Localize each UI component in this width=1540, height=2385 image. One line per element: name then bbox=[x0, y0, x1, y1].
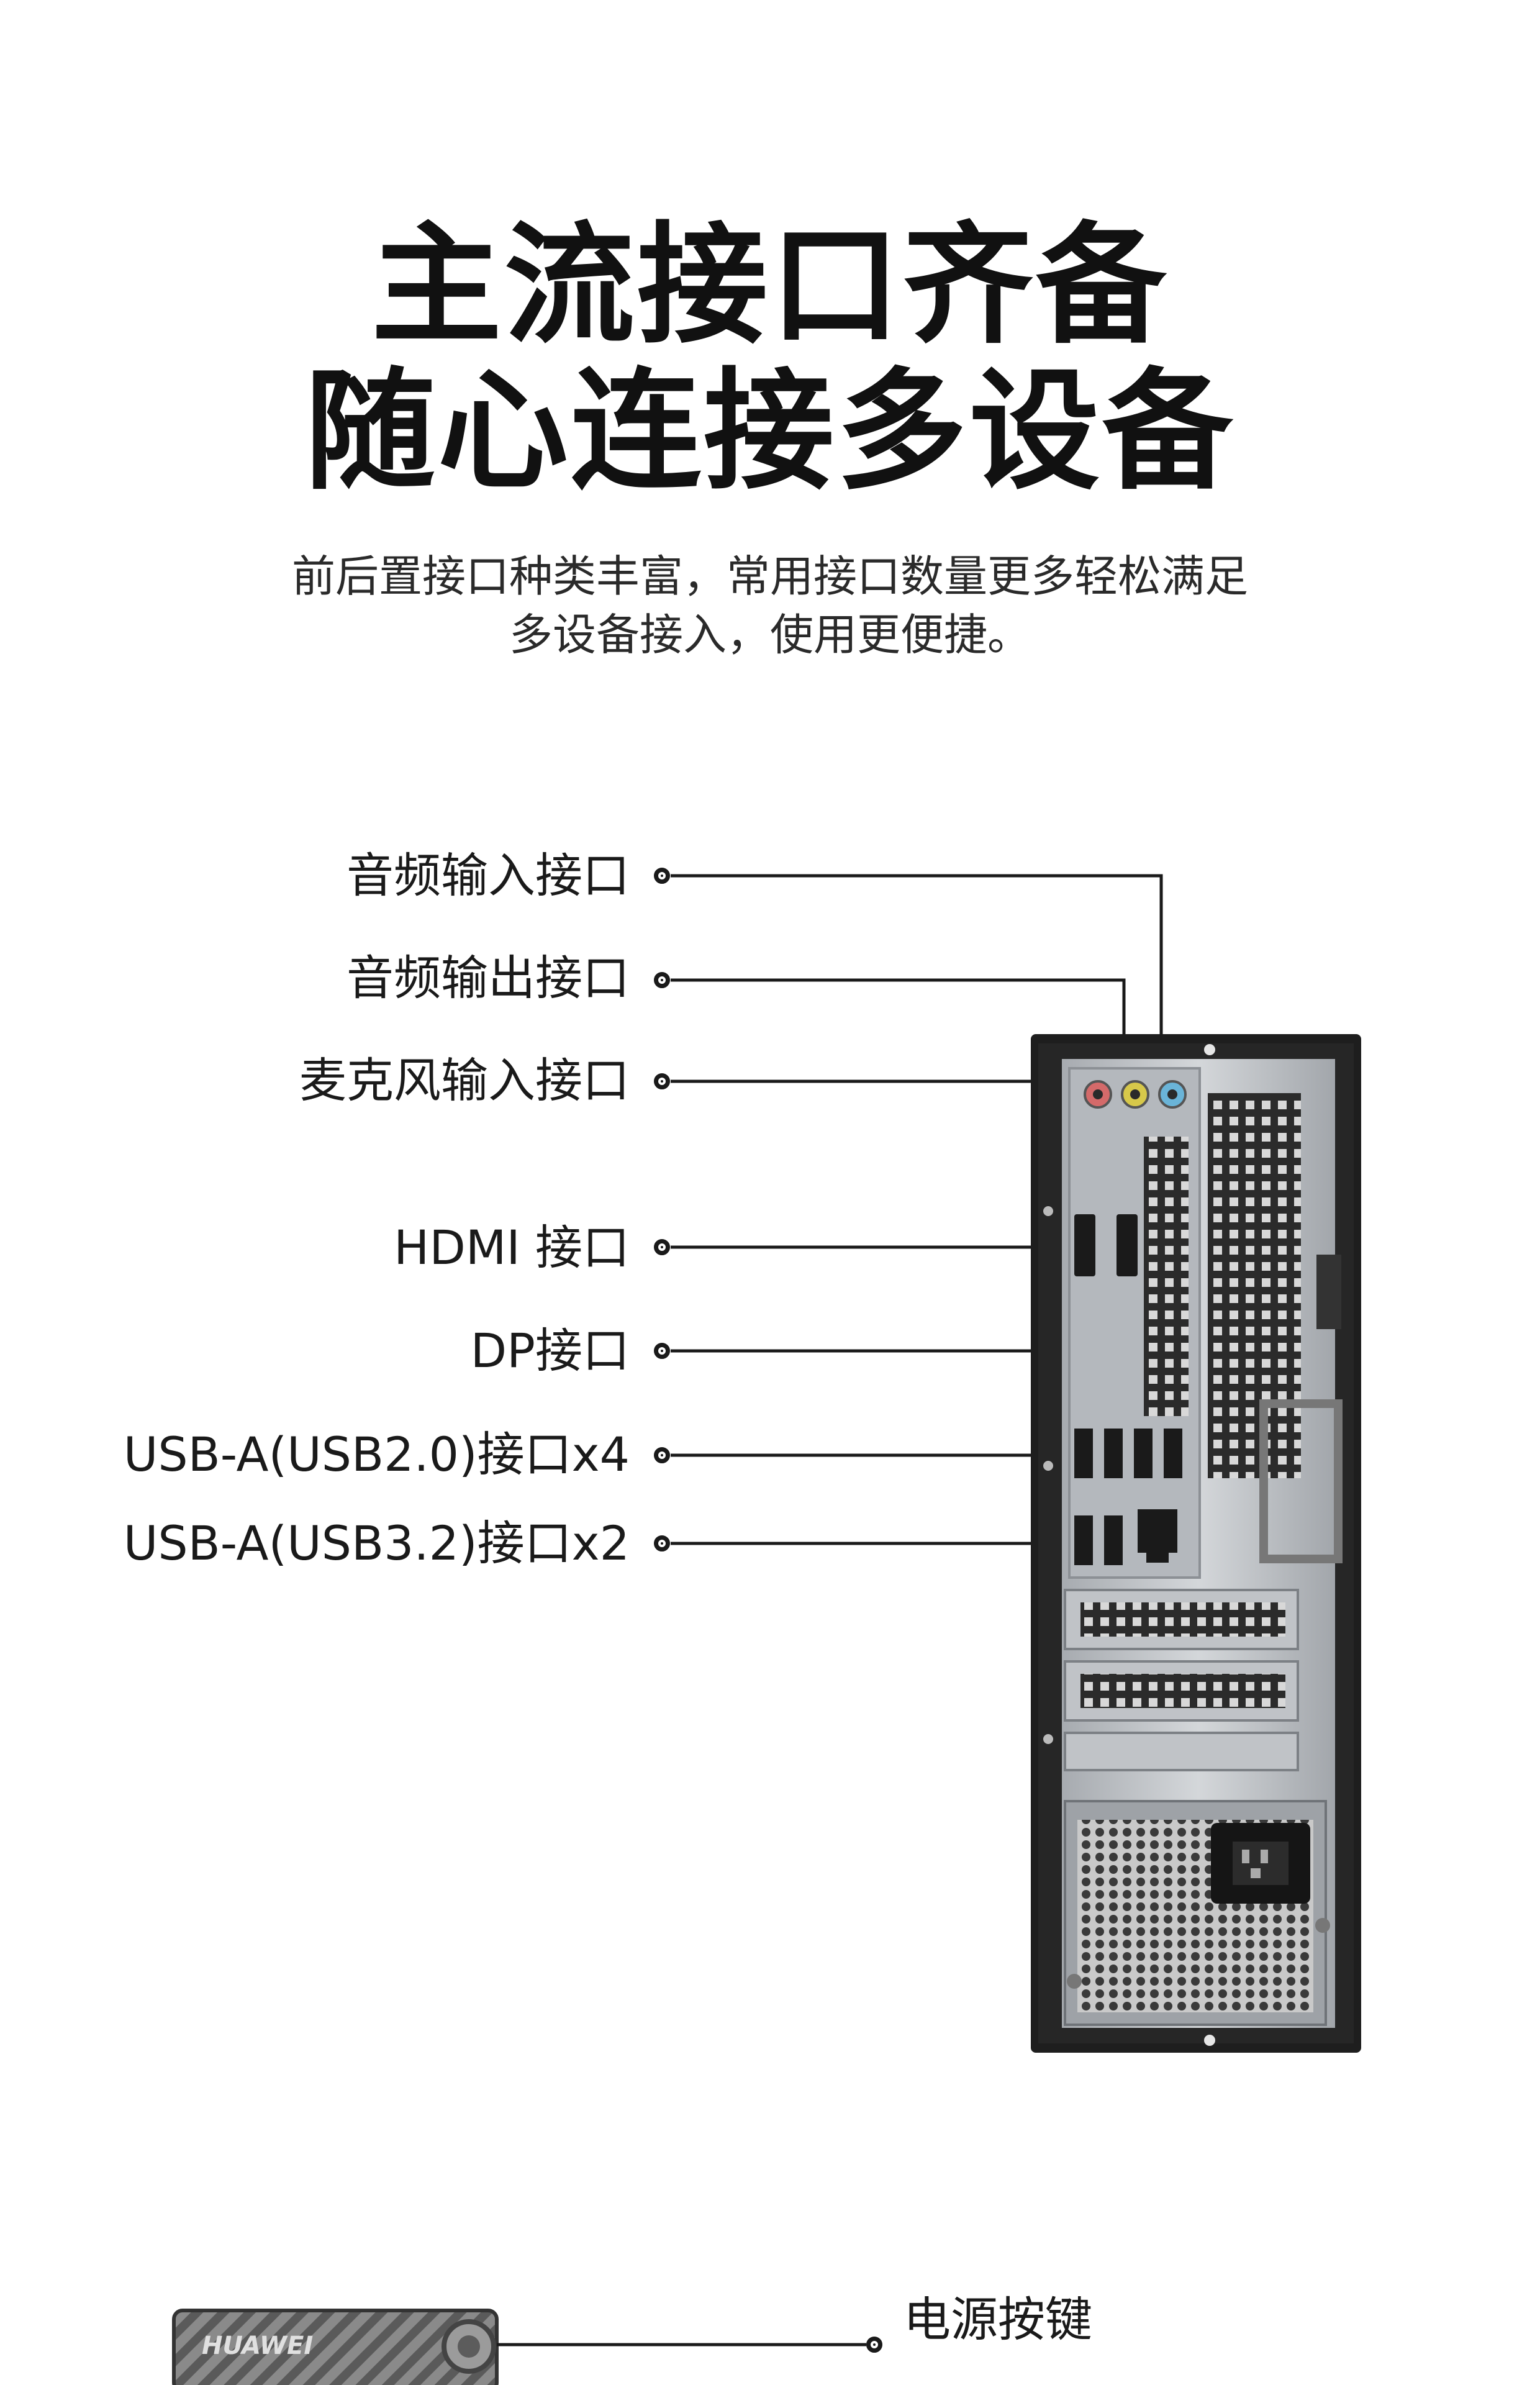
pc-front-panel bbox=[172, 2309, 499, 2385]
callout-dot-hdmi bbox=[654, 1239, 670, 1255]
callout-dot-dp bbox=[654, 1343, 670, 1359]
subtitle-line2: 多设备接入，使用更便捷。 bbox=[509, 609, 1031, 660]
label-hdmi: HDMI 接口 bbox=[394, 1220, 630, 1275]
headline-line1: 主流接口齐备 bbox=[371, 209, 1169, 361]
line-audio-in bbox=[671, 874, 1163, 1068]
brand-mark: HUAWEI bbox=[202, 2332, 313, 2360]
label-power-button: 电源按键 bbox=[904, 2292, 1092, 2347]
callout-dot-usb3 bbox=[654, 1535, 670, 1551]
label-usb2: USB-A(USB2.0)接口x4 bbox=[123, 1427, 630, 1482]
pc-rear-chassis bbox=[1031, 1034, 1361, 2053]
callout-dot-audio-out bbox=[654, 972, 670, 988]
label-usb3: USB-A(USB3.2)接口x2 bbox=[123, 1515, 630, 1571]
callout-dot-usb2 bbox=[654, 1447, 670, 1463]
label-audio-in: 音频输入接口 bbox=[346, 848, 630, 903]
subtitle-line1: 前后置接口种类丰富，常用接口数量更多轻松满足 bbox=[292, 551, 1248, 602]
label-dp: DP接口 bbox=[470, 1323, 630, 1378]
callout-dot-audio-in bbox=[654, 868, 670, 884]
callout-dot-power bbox=[866, 2337, 882, 2353]
headline-line2: 随心连接多设备 bbox=[304, 355, 1235, 507]
label-audio-out: 音频输出接口 bbox=[346, 950, 630, 1006]
label-mic-in: 麦克风输入接口 bbox=[299, 1053, 630, 1108]
callout-dot-mic bbox=[654, 1073, 670, 1089]
